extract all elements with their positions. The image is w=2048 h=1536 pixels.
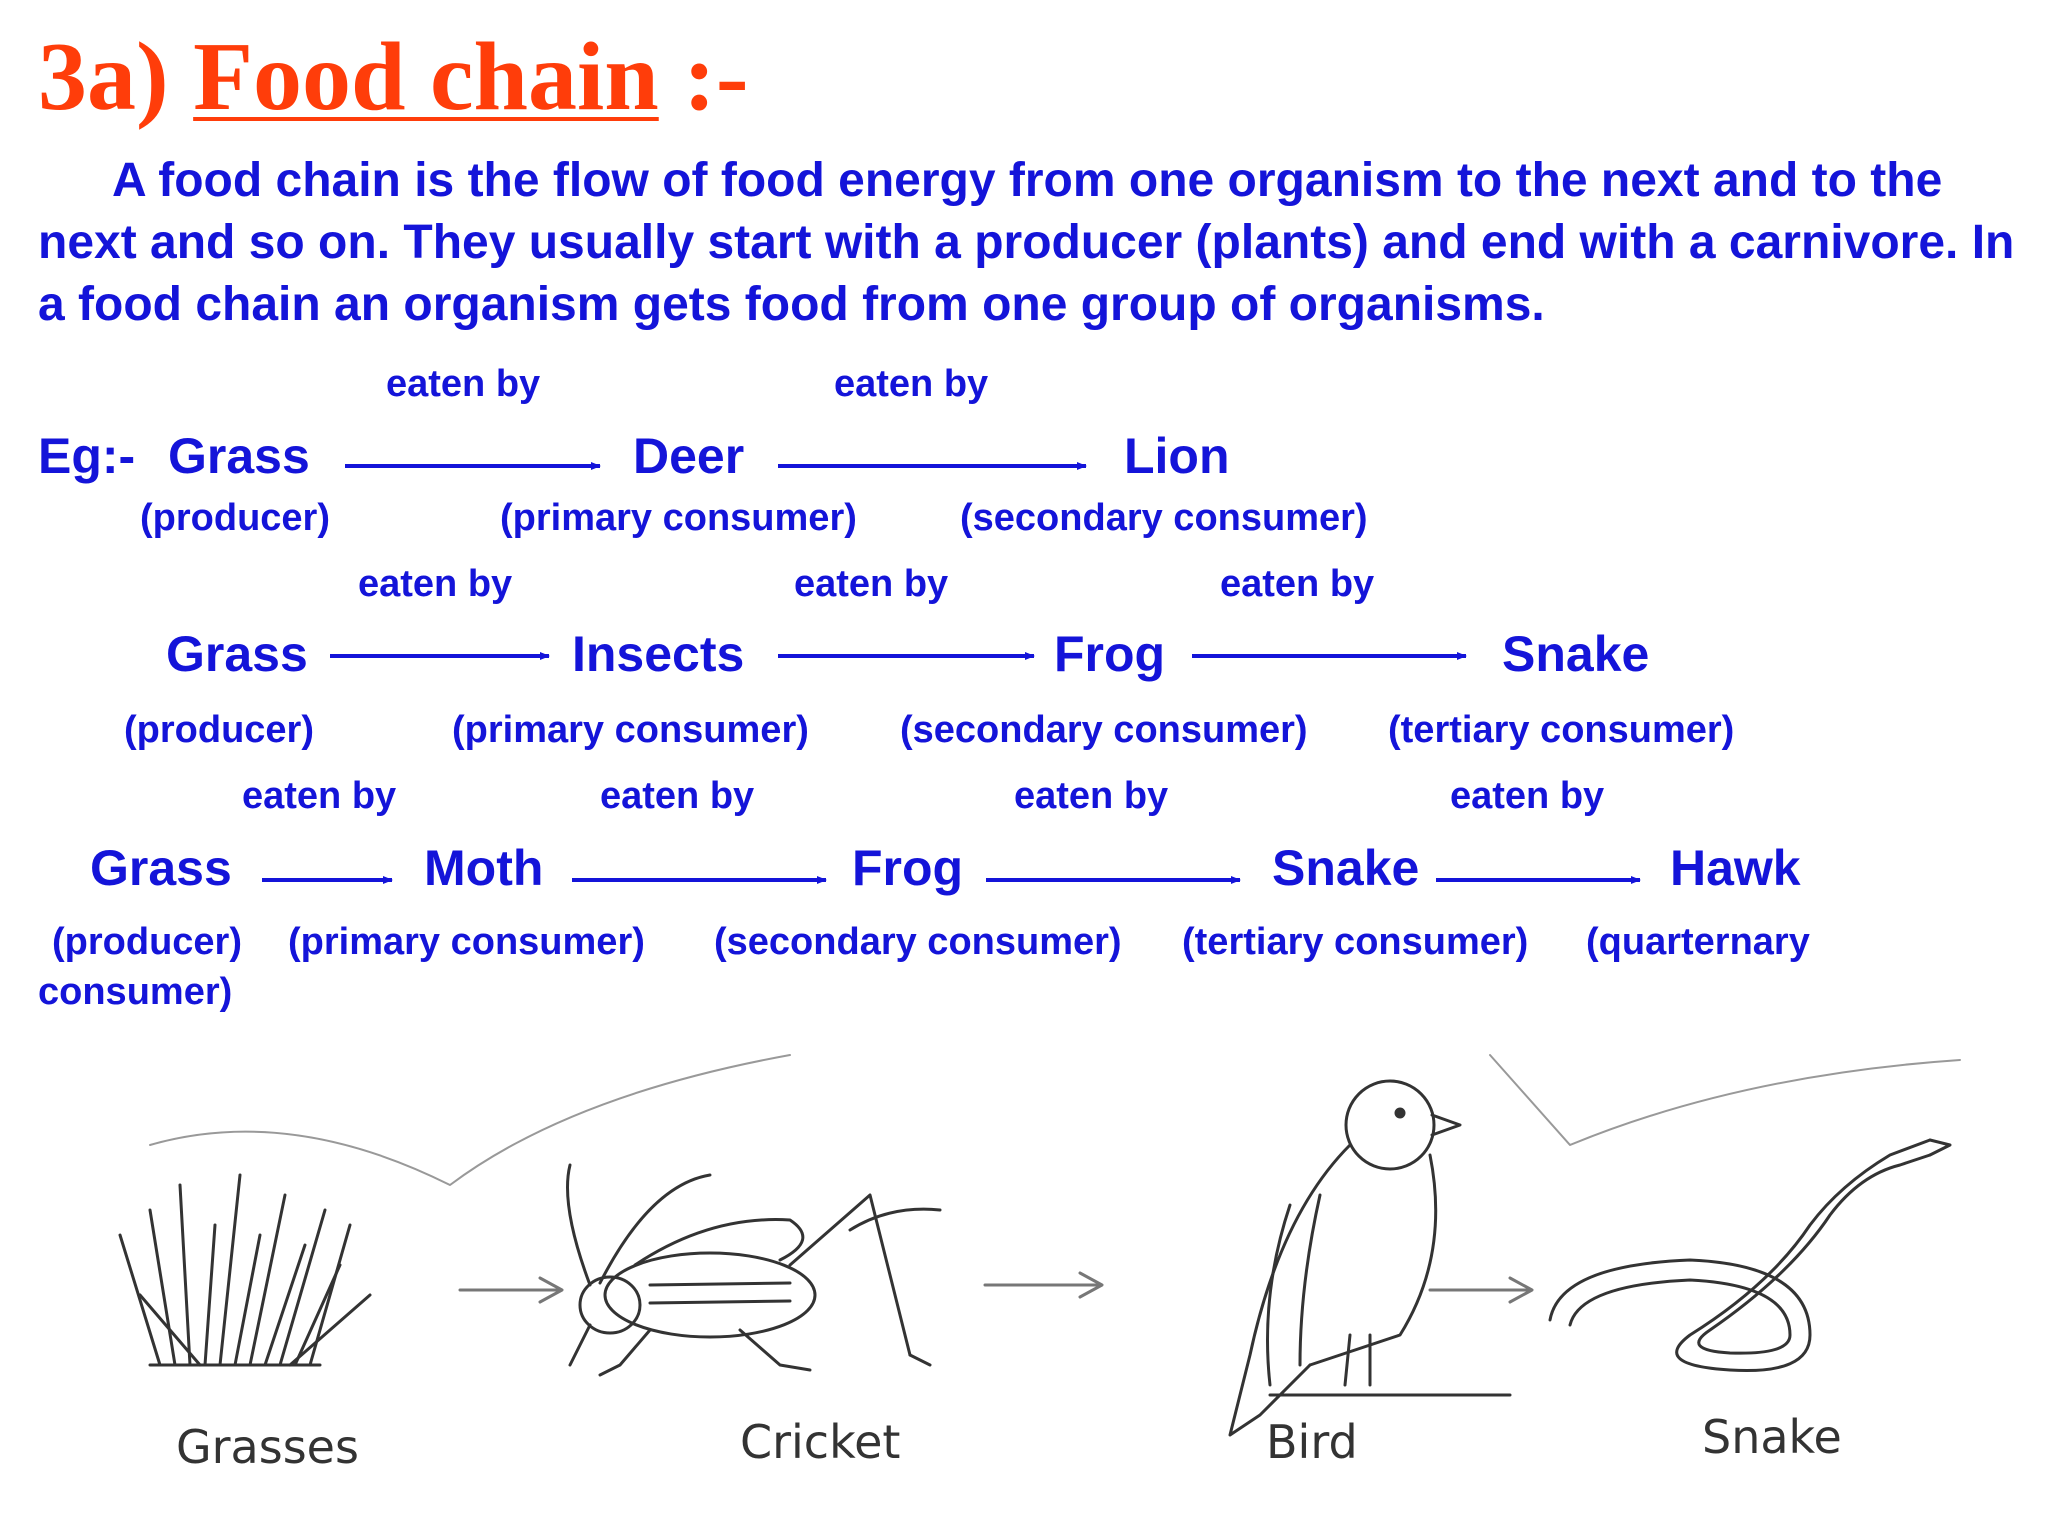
chain-2-eaten-by-1: eaten by bbox=[358, 563, 513, 605]
page-title: 3a) Food chain :- bbox=[38, 22, 749, 132]
illus-label-bird: Bird bbox=[1266, 1415, 1358, 1469]
chain-3-role-quarternary: (quarternary bbox=[1586, 921, 1810, 963]
illus-label-cricket: Cricket bbox=[740, 1415, 901, 1469]
chain-3-role-wrap: consumer) bbox=[38, 971, 233, 1013]
chain-2-role-producer: (producer) bbox=[124, 709, 314, 751]
title-suffix: :- bbox=[658, 23, 749, 131]
definition-text: A food chain is the flow of food energy … bbox=[38, 154, 2015, 331]
chain-3-eaten-by-4: eaten by bbox=[1450, 775, 1605, 817]
chain-3-organism-frog: Frog bbox=[852, 840, 964, 896]
food-chain-illustration bbox=[118, 1054, 1961, 1437]
example-label: Eg:- bbox=[38, 428, 136, 484]
chain-2-organism-snake: Snake bbox=[1502, 626, 1650, 682]
chain-2-role-primary: (primary consumer) bbox=[452, 709, 809, 751]
chain-3-role-producer: (producer) bbox=[52, 921, 242, 963]
illus-arrow-3 bbox=[1428, 1276, 1534, 1304]
chain-3-eaten-by-3: eaten by bbox=[1014, 775, 1169, 817]
chain-3-organism-moth: Moth bbox=[424, 840, 544, 896]
chain-1-eaten-by-2: eaten by bbox=[834, 363, 989, 405]
chain-3-organism-snake: Snake bbox=[1272, 840, 1420, 896]
grasses-drawing bbox=[118, 1173, 372, 1367]
illus-arrow-1 bbox=[458, 1276, 564, 1304]
chain-3-eaten-by-2: eaten by bbox=[600, 775, 755, 817]
hill-line-left bbox=[149, 1054, 791, 1186]
chain-1-role-producer: (producer) bbox=[140, 497, 330, 539]
cricket-drawing bbox=[566, 1163, 942, 1377]
chain-3-eaten-by-1: eaten by bbox=[242, 775, 397, 817]
chain-3-organism-hawk: Hawk bbox=[1670, 840, 1801, 896]
chain-2-organism-insects: Insects bbox=[572, 626, 745, 682]
illus-label-grasses: Grasses bbox=[176, 1420, 359, 1474]
chain-2-role-secondary: (secondary consumer) bbox=[900, 709, 1308, 751]
chain-1-organism-deer: Deer bbox=[633, 428, 745, 484]
chain-1-organism-grass: Grass bbox=[168, 428, 310, 484]
chain-2-role-tertiary: (tertiary consumer) bbox=[1388, 709, 1735, 751]
bird-drawing bbox=[1228, 1079, 1512, 1437]
chain-1-role-secondary: (secondary consumer) bbox=[960, 497, 1368, 539]
chain-2-organism-grass: Grass bbox=[166, 626, 308, 682]
chain-3-organism-grass: Grass bbox=[90, 840, 232, 896]
chain-1-eaten-by-1: eaten by bbox=[386, 363, 541, 405]
hill-line-right bbox=[1489, 1054, 1961, 1146]
chain-2-organism-frog: Frog bbox=[1054, 626, 1166, 682]
illus-arrow-2 bbox=[983, 1271, 1104, 1299]
chain-3-role-secondary: (secondary consumer) bbox=[714, 921, 1122, 963]
chain-3-role-primary: (primary consumer) bbox=[288, 921, 645, 963]
chain-2-eaten-by-3: eaten by bbox=[1220, 563, 1375, 605]
title-prefix: 3a) bbox=[38, 23, 194, 131]
chain-3-role-tertiary: (tertiary consumer) bbox=[1182, 921, 1529, 963]
illus-label-snake: Snake bbox=[1702, 1410, 1842, 1464]
definition-paragraph: A food chain is the flow of food energy … bbox=[38, 150, 2018, 336]
chain-1-organism-lion: Lion bbox=[1124, 428, 1230, 484]
snake-drawing bbox=[1548, 1138, 1952, 1373]
title-underlined: Food chain bbox=[193, 23, 659, 131]
chain-2-eaten-by-2: eaten by bbox=[794, 563, 949, 605]
chain-1-role-primary: (primary consumer) bbox=[500, 497, 857, 539]
